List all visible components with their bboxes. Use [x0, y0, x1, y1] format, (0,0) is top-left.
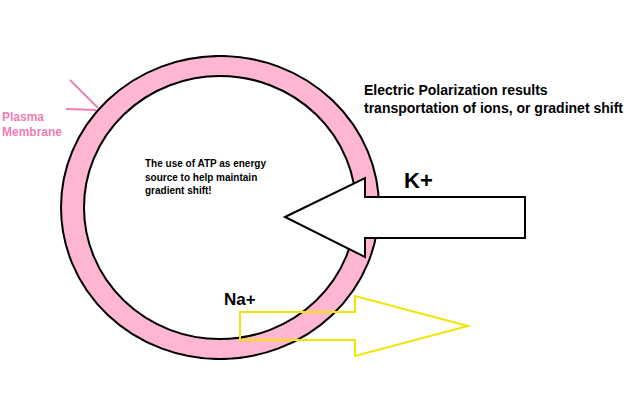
membrane-label: Plasma Membrane [2, 110, 74, 140]
cell-text: The use of ATP as energy source to help … [145, 157, 295, 198]
leader-line [70, 80, 98, 108]
note-text: Electric Polarization results transporta… [364, 82, 636, 117]
ion-label: K+ [404, 167, 464, 195]
sodium-arrow [240, 296, 468, 356]
ion-label: Na+ [224, 289, 284, 310]
potassium-arrow [285, 178, 525, 257]
leader-line [66, 109, 96, 110]
